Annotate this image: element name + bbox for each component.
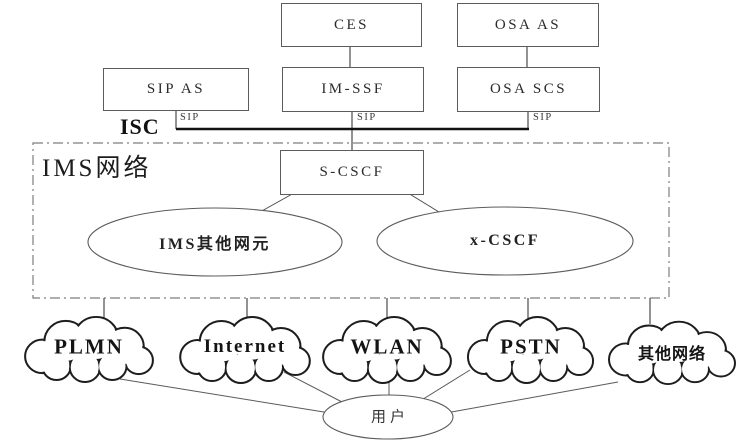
sip-label-under-im-ssf: SIP xyxy=(357,112,377,123)
line-scscf-to-imsother xyxy=(259,192,295,213)
isc-label: ISC xyxy=(120,114,160,139)
osa-as-box: OSA AS xyxy=(457,3,599,47)
line-plmn-to-user xyxy=(119,378,331,414)
ces-box: CES xyxy=(281,3,422,47)
plmn-label: PLMN xyxy=(54,334,124,359)
ims-other-elements-ellipse xyxy=(87,207,343,277)
ims-network-label: IMS网络 xyxy=(42,155,152,182)
line-internet-to-user xyxy=(283,371,343,403)
osa-scs-box: OSA SCS xyxy=(457,67,600,112)
sip-label-under-sip-as: SIP xyxy=(180,112,200,123)
x-cscf-label: x-CSCF xyxy=(469,232,541,249)
x-cscf-ellipse xyxy=(376,206,634,276)
internet-label: Internet xyxy=(203,336,287,357)
line-othernetwork-to-user xyxy=(445,381,619,414)
user-label: 用户 xyxy=(370,409,410,426)
line-pstn-to-user xyxy=(419,369,471,402)
s-cscf-box: S-CSCF xyxy=(280,150,424,195)
user-ellipse xyxy=(322,394,454,440)
wlan-label: WLAN xyxy=(350,334,424,359)
other-network-label: 其他网络 xyxy=(637,346,707,363)
ims-network-boundary xyxy=(32,142,670,299)
line-scscf-to-xcscf xyxy=(407,192,440,213)
sip-label-under-osa-scs: SIP xyxy=(533,112,553,123)
sip-as-box: SIP AS xyxy=(103,68,249,111)
im-ssf-box: IM-SSF xyxy=(282,67,424,112)
pstn-label: PSTN xyxy=(500,334,562,359)
ims-other-elements-label: IMS其他网元 xyxy=(159,236,271,253)
